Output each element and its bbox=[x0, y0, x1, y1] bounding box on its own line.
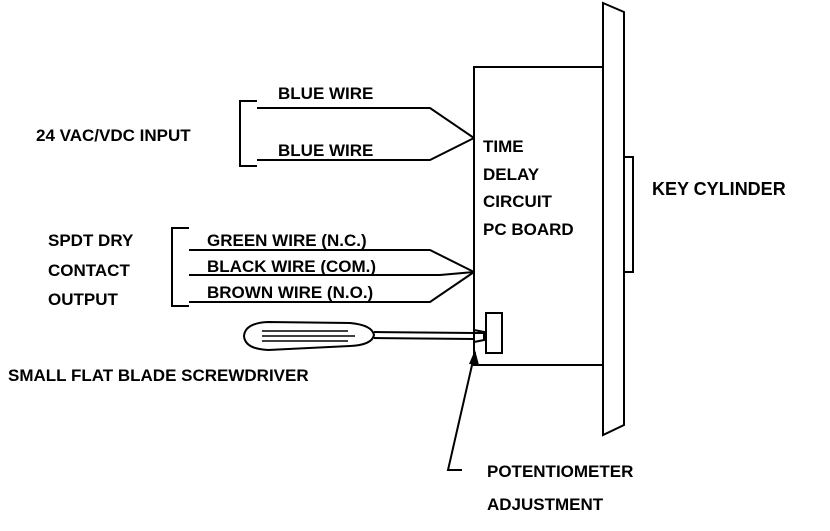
output-label-line-2: CONTACT bbox=[48, 261, 130, 280]
input-label: 24 VAC/VDC INPUT bbox=[36, 126, 191, 145]
screwdriver-tip bbox=[473, 328, 485, 344]
faceplate bbox=[602, 1, 625, 437]
output-label-line-1: SPDT DRY bbox=[48, 231, 134, 250]
screwdriver-shaft-top bbox=[373, 331, 475, 334]
blue-wire-1-label: BLUE WIRE bbox=[278, 84, 373, 103]
screwdriver-handle bbox=[242, 320, 376, 352]
brown-wire bbox=[189, 271, 475, 303]
blue-wire-2-label: BLUE WIRE bbox=[278, 141, 373, 160]
input-bracket bbox=[239, 100, 257, 167]
potentiometer-leader bbox=[446, 351, 476, 471]
key-cylinder-body bbox=[623, 156, 634, 273]
blue-wire-2 bbox=[257, 137, 475, 161]
screwdriver-shaft-bottom bbox=[373, 337, 475, 340]
pc-board-box bbox=[473, 66, 603, 366]
output-bracket bbox=[171, 227, 189, 307]
potentiometer-knob bbox=[485, 312, 503, 354]
screwdriver-label: SMALL FLAT BLADE SCREWDRIVER bbox=[8, 366, 309, 385]
board-label-line-1: TIME bbox=[483, 137, 524, 156]
leader-arrowhead bbox=[469, 350, 479, 365]
black-wire-label: BLACK WIRE (COM.) bbox=[207, 257, 376, 276]
blue-wire-1 bbox=[257, 107, 475, 139]
board-label-line-2: DELAY bbox=[483, 165, 540, 184]
green-wire bbox=[189, 249, 475, 273]
output-label-line-3: OUTPUT bbox=[48, 290, 119, 309]
potentiometer-label-line-2: ADJUSTMENT bbox=[487, 495, 604, 514]
green-wire-label: GREEN WIRE (N.C.) bbox=[207, 231, 367, 250]
black-wire bbox=[189, 271, 475, 276]
board-label-line-4: PC BOARD bbox=[483, 220, 574, 239]
screwdriver bbox=[242, 320, 485, 352]
brown-wire-label: BROWN WIRE (N.O.) bbox=[207, 283, 373, 302]
key-cylinder-label: KEY CYLINDER bbox=[652, 179, 786, 199]
board-label-line-3: CIRCUIT bbox=[483, 192, 553, 211]
potentiometer-label-line-1: POTENTIOMETER bbox=[487, 462, 633, 481]
